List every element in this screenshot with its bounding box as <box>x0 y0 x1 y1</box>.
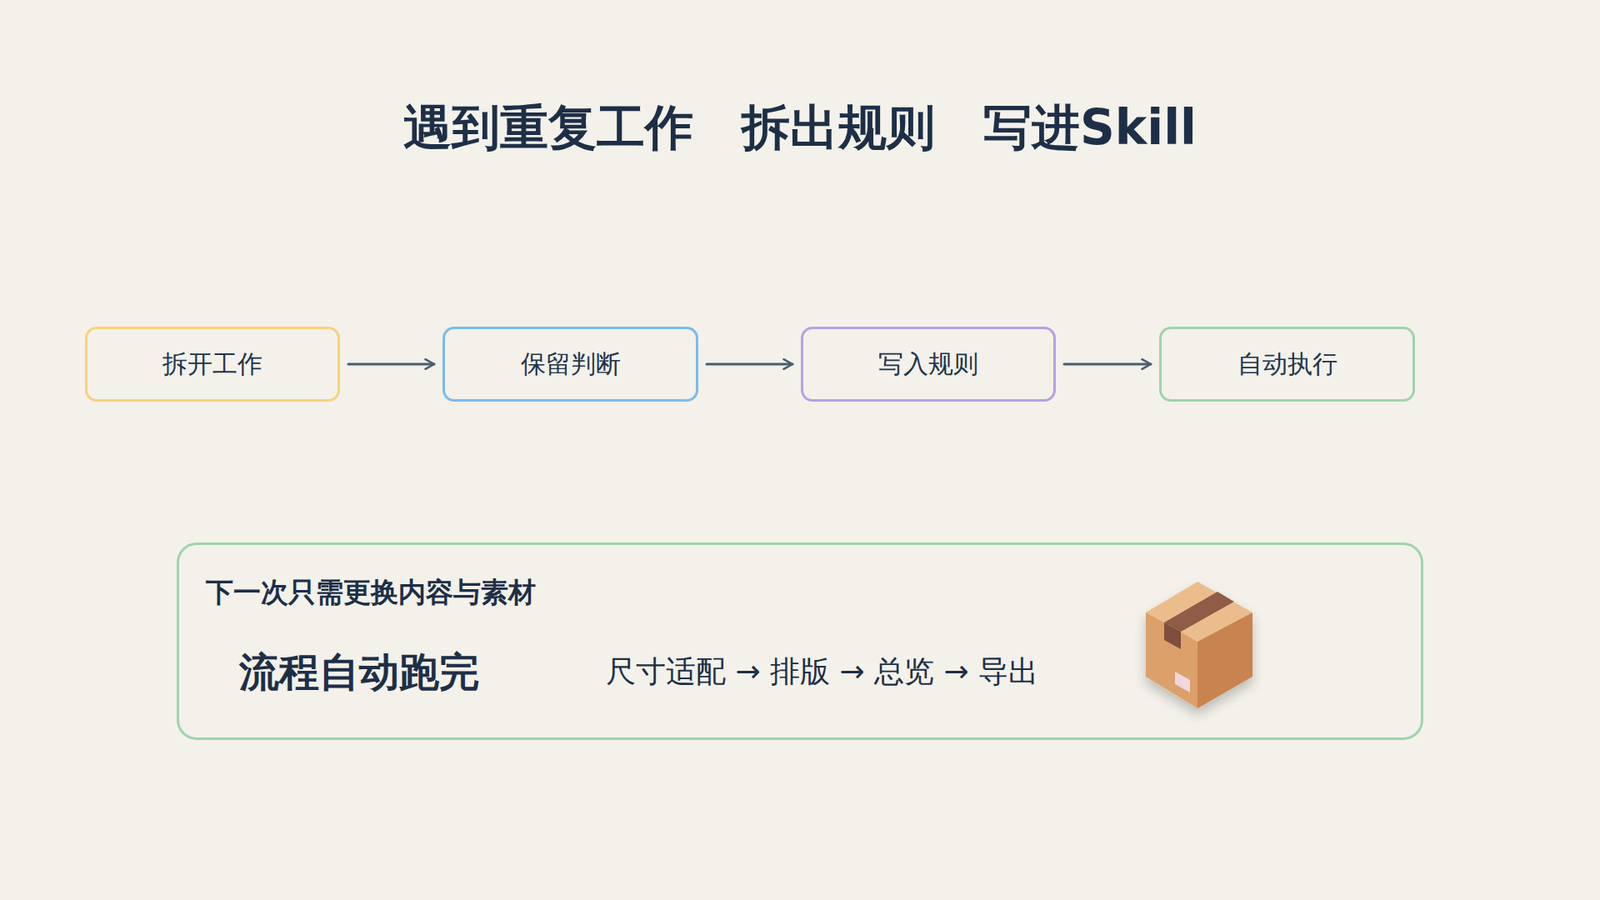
package-top <box>1145 581 1253 642</box>
process-box: 拆开工作 <box>85 326 340 402</box>
box-label: 拆开工作 <box>162 349 263 380</box>
summary-box: 下一次只需更换内容与素材流程自动跑完 尺寸适配 → 排版 → 总览 → 导出 <box>176 542 1424 740</box>
box-label: 保留判断 <box>520 349 621 380</box>
process-box: 保留判断 <box>442 326 699 402</box>
process-box: 写入规则 <box>800 326 1056 402</box>
package-tape-side <box>1164 622 1181 650</box>
package-left <box>1145 612 1198 709</box>
package-right <box>1197 612 1253 709</box>
package-icon <box>1145 581 1253 709</box>
box-label: 写入规则 <box>878 349 979 380</box>
package-tape <box>1164 591 1235 632</box>
step-sequence: 尺寸适配 → 排版 → 总览 → 导出 <box>605 653 1039 690</box>
flow-arrow <box>706 363 793 366</box>
flow-arrow <box>348 363 435 366</box>
box-heading: 下一次只需更换内容与素材 <box>205 575 536 610</box>
process-box: 自动执行 <box>1159 326 1415 402</box>
package-label <box>1175 671 1190 693</box>
flow-arrow <box>1064 363 1151 366</box>
diagram-title: 遇到重复工作 拆出规则 写进Skill <box>0 98 1600 157</box>
box-emphasis: 流程自动跑完 <box>239 648 480 697</box>
box-label: 自动执行 <box>1237 349 1338 380</box>
